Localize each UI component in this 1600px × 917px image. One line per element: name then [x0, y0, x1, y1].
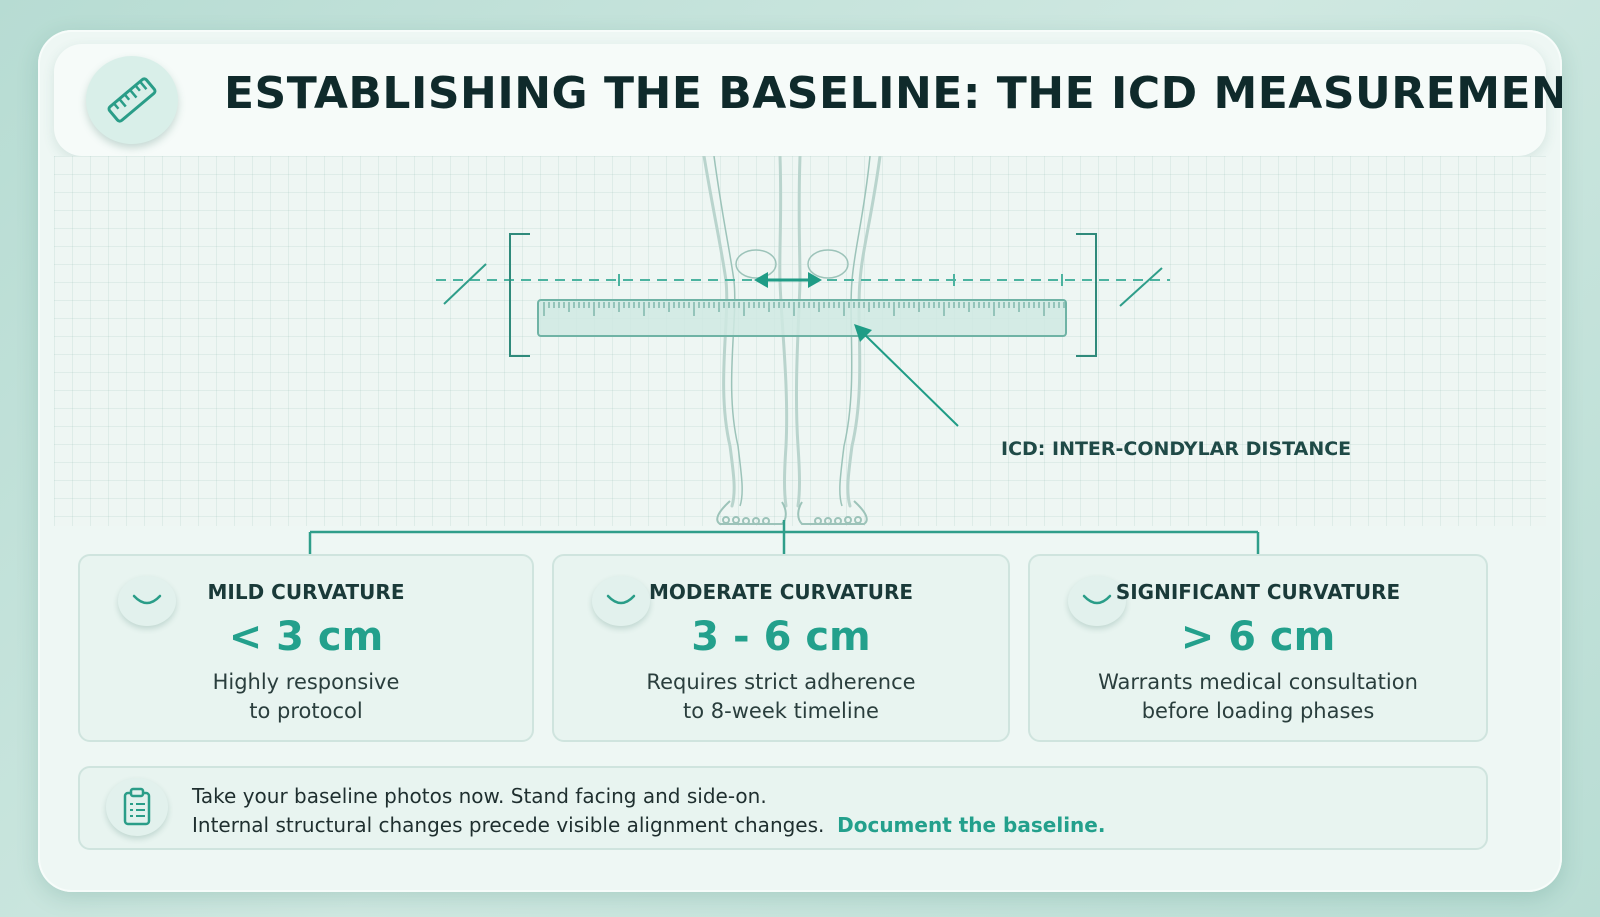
tier-desc-line: before loading phases — [1141, 699, 1375, 723]
tier-connector — [308, 520, 1260, 554]
tier-moderate: MODERATE CURVATURE 3 - 6 cm Requires str… — [552, 554, 1010, 742]
tier-title: MODERATE CURVATURE — [648, 580, 914, 604]
note-line: Take your baseline photos now. Stand fac… — [192, 784, 767, 808]
note-line-text: Internal structural changes precede visi… — [192, 813, 825, 837]
page-title: ESTABLISHING THE BASELINE: THE ICD MEASU… — [224, 68, 1562, 119]
icd-label: ICD: INTER-CONDYLAR DISTANCE — [1001, 438, 1352, 460]
tier-description: Highly responsive to protocol — [80, 668, 532, 726]
header: ESTABLISHING THE BASELINE: THE ICD MEASU… — [54, 44, 1562, 156]
tier-desc-line: Highly responsive — [212, 670, 400, 694]
tier-significant: SIGNIFICANT CURVATURE > 6 cm Warrants me… — [1028, 554, 1488, 742]
tier-desc-line: Requires strict adherence — [646, 670, 916, 694]
tier-title: SIGNIFICANT CURVATURE — [1115, 580, 1401, 604]
infographic-card: ESTABLISHING THE BASELINE: THE ICD MEASU… — [38, 30, 1562, 892]
tier-description: Warrants medical consultation before loa… — [1030, 668, 1486, 726]
clipboard-icon — [106, 778, 168, 836]
tier-value: > 6 cm — [1180, 614, 1336, 660]
note-emphasis: Document the baseline. — [837, 813, 1106, 837]
ruler-icon — [86, 56, 178, 144]
tier-description: Requires strict adherence to 8-week time… — [554, 668, 1008, 726]
smile-icon — [118, 576, 176, 626]
tier-title: MILD CURVATURE — [207, 580, 405, 604]
icd-diagram: ICD: INTER-CONDYLAR DISTANCE — [54, 156, 1546, 526]
tier-desc-line: to protocol — [249, 699, 363, 723]
smile-icon — [1068, 576, 1126, 626]
tier-mild: MILD CURVATURE < 3 cm Highly responsive … — [78, 554, 534, 742]
tier-desc-line: Warrants medical consultation — [1098, 670, 1418, 694]
baseline-note: Take your baseline photos now. Stand fac… — [78, 766, 1488, 850]
tier-value: < 3 cm — [228, 614, 384, 660]
smile-icon — [592, 576, 650, 626]
note-text: Take your baseline photos now. Stand fac… — [192, 782, 1472, 840]
tier-desc-line: to 8-week timeline — [683, 699, 879, 723]
legs-illustration — [436, 156, 1170, 525]
note-line: Internal structural changes precede visi… — [192, 811, 1472, 840]
tier-value: 3 - 6 cm — [691, 614, 871, 660]
